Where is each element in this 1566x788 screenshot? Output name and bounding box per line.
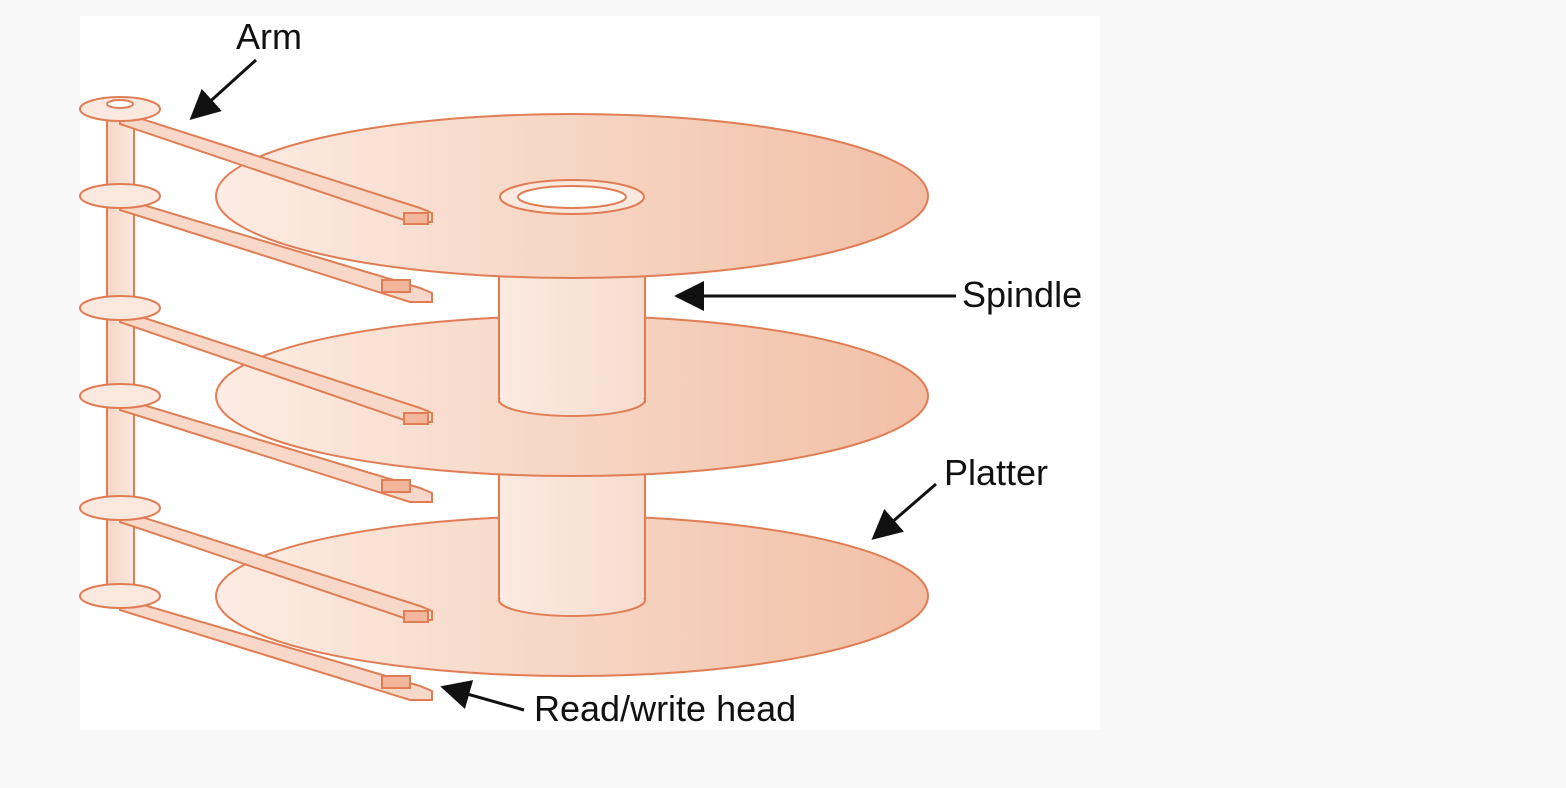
spindle-lower (498, 459, 646, 617)
arm-5 (79, 495, 433, 623)
arm-label: Arm (236, 16, 302, 57)
spindle-upper (498, 261, 646, 417)
head-arrow (440, 680, 525, 712)
platter-top (215, 113, 929, 279)
spindle-label: Spindle (962, 274, 1082, 315)
arm-4 (79, 383, 433, 503)
arm-2 (79, 183, 433, 303)
arm-arrow (189, 58, 258, 121)
platter-label: Platter (944, 452, 1048, 493)
arm-assembly (79, 96, 433, 701)
read-write-head-label: Read/write head (534, 688, 796, 729)
arm-3 (79, 295, 433, 425)
arm-1 (79, 96, 433, 225)
arm-6 (79, 583, 433, 701)
platter-arrow (871, 482, 937, 540)
